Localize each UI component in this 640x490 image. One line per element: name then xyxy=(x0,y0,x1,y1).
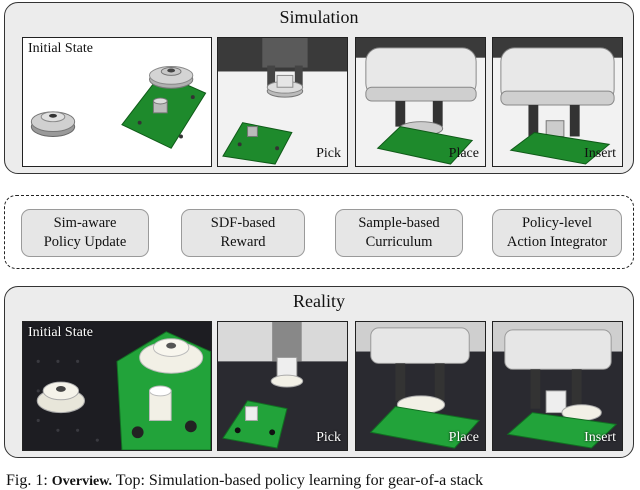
real-insert-label: Insert xyxy=(584,430,616,445)
real-frame-place: Place xyxy=(355,321,486,451)
caption-prefix: Fig. 1: xyxy=(6,472,48,489)
module-sample-based-curriculum: Sample-based Curriculum xyxy=(335,209,463,257)
sim-frame-pick: Pick xyxy=(217,37,348,167)
sim-pick-label: Pick xyxy=(316,146,341,161)
simulation-title: Simulation xyxy=(279,7,359,27)
module-line2: Action Integrator xyxy=(506,234,608,250)
module-line1: SDF-based xyxy=(210,215,276,231)
sim-insert-render xyxy=(493,38,622,165)
sim-initial-state-label: Initial State xyxy=(28,41,93,56)
reality-panel: Reality Initial State xyxy=(4,286,634,458)
real-initial-state-photo xyxy=(36,331,211,450)
figure-caption: Fig. 1: Overview. Top: Simulation-based … xyxy=(6,472,483,490)
module-line2: Policy Update xyxy=(43,234,127,250)
module-sdf-based-reward: SDF-based Reward xyxy=(181,209,305,257)
caption-text: Top: Simulation-based policy learning fo… xyxy=(115,472,484,489)
real-frame-insert: Insert xyxy=(492,321,623,451)
real-place-photo xyxy=(356,322,485,449)
module-sim-aware-policy-update: Sim-aware Policy Update xyxy=(21,209,149,257)
sim-place-label: Place xyxy=(448,146,479,161)
real-insert-photo xyxy=(493,322,622,449)
simulation-panel: Simulation Initial State xyxy=(4,2,634,174)
sim-frame-initial-state: Initial State xyxy=(22,37,212,167)
method-modules-group: Sim-aware Policy Update SDF-based Reward… xyxy=(4,195,634,269)
caption-bold: Overview. xyxy=(51,474,113,489)
module-line1: Sim-aware xyxy=(53,215,117,231)
module-line1: Sample-based xyxy=(358,215,440,231)
module-line2: Reward xyxy=(220,234,266,250)
real-pick-photo xyxy=(218,322,347,449)
sim-frame-insert: Insert xyxy=(492,37,623,167)
sim-initial-state-render xyxy=(30,66,207,149)
sim-place-render xyxy=(356,38,485,165)
module-line1: Policy-level xyxy=(521,215,593,231)
real-pick-label: Pick xyxy=(316,430,341,445)
real-frame-pick: Pick xyxy=(217,321,348,451)
reality-title: Reality xyxy=(293,291,345,311)
sim-pick-render xyxy=(218,38,347,165)
module-line2: Curriculum xyxy=(365,234,433,250)
sim-frame-place: Place xyxy=(355,37,486,167)
real-place-label: Place xyxy=(448,430,479,445)
sim-insert-label: Insert xyxy=(584,146,616,161)
real-frame-initial-state: Initial State xyxy=(22,321,212,451)
module-policy-level-action-integrator: Policy-level Action Integrator xyxy=(492,209,622,257)
real-initial-state-label: Initial State xyxy=(28,325,93,340)
